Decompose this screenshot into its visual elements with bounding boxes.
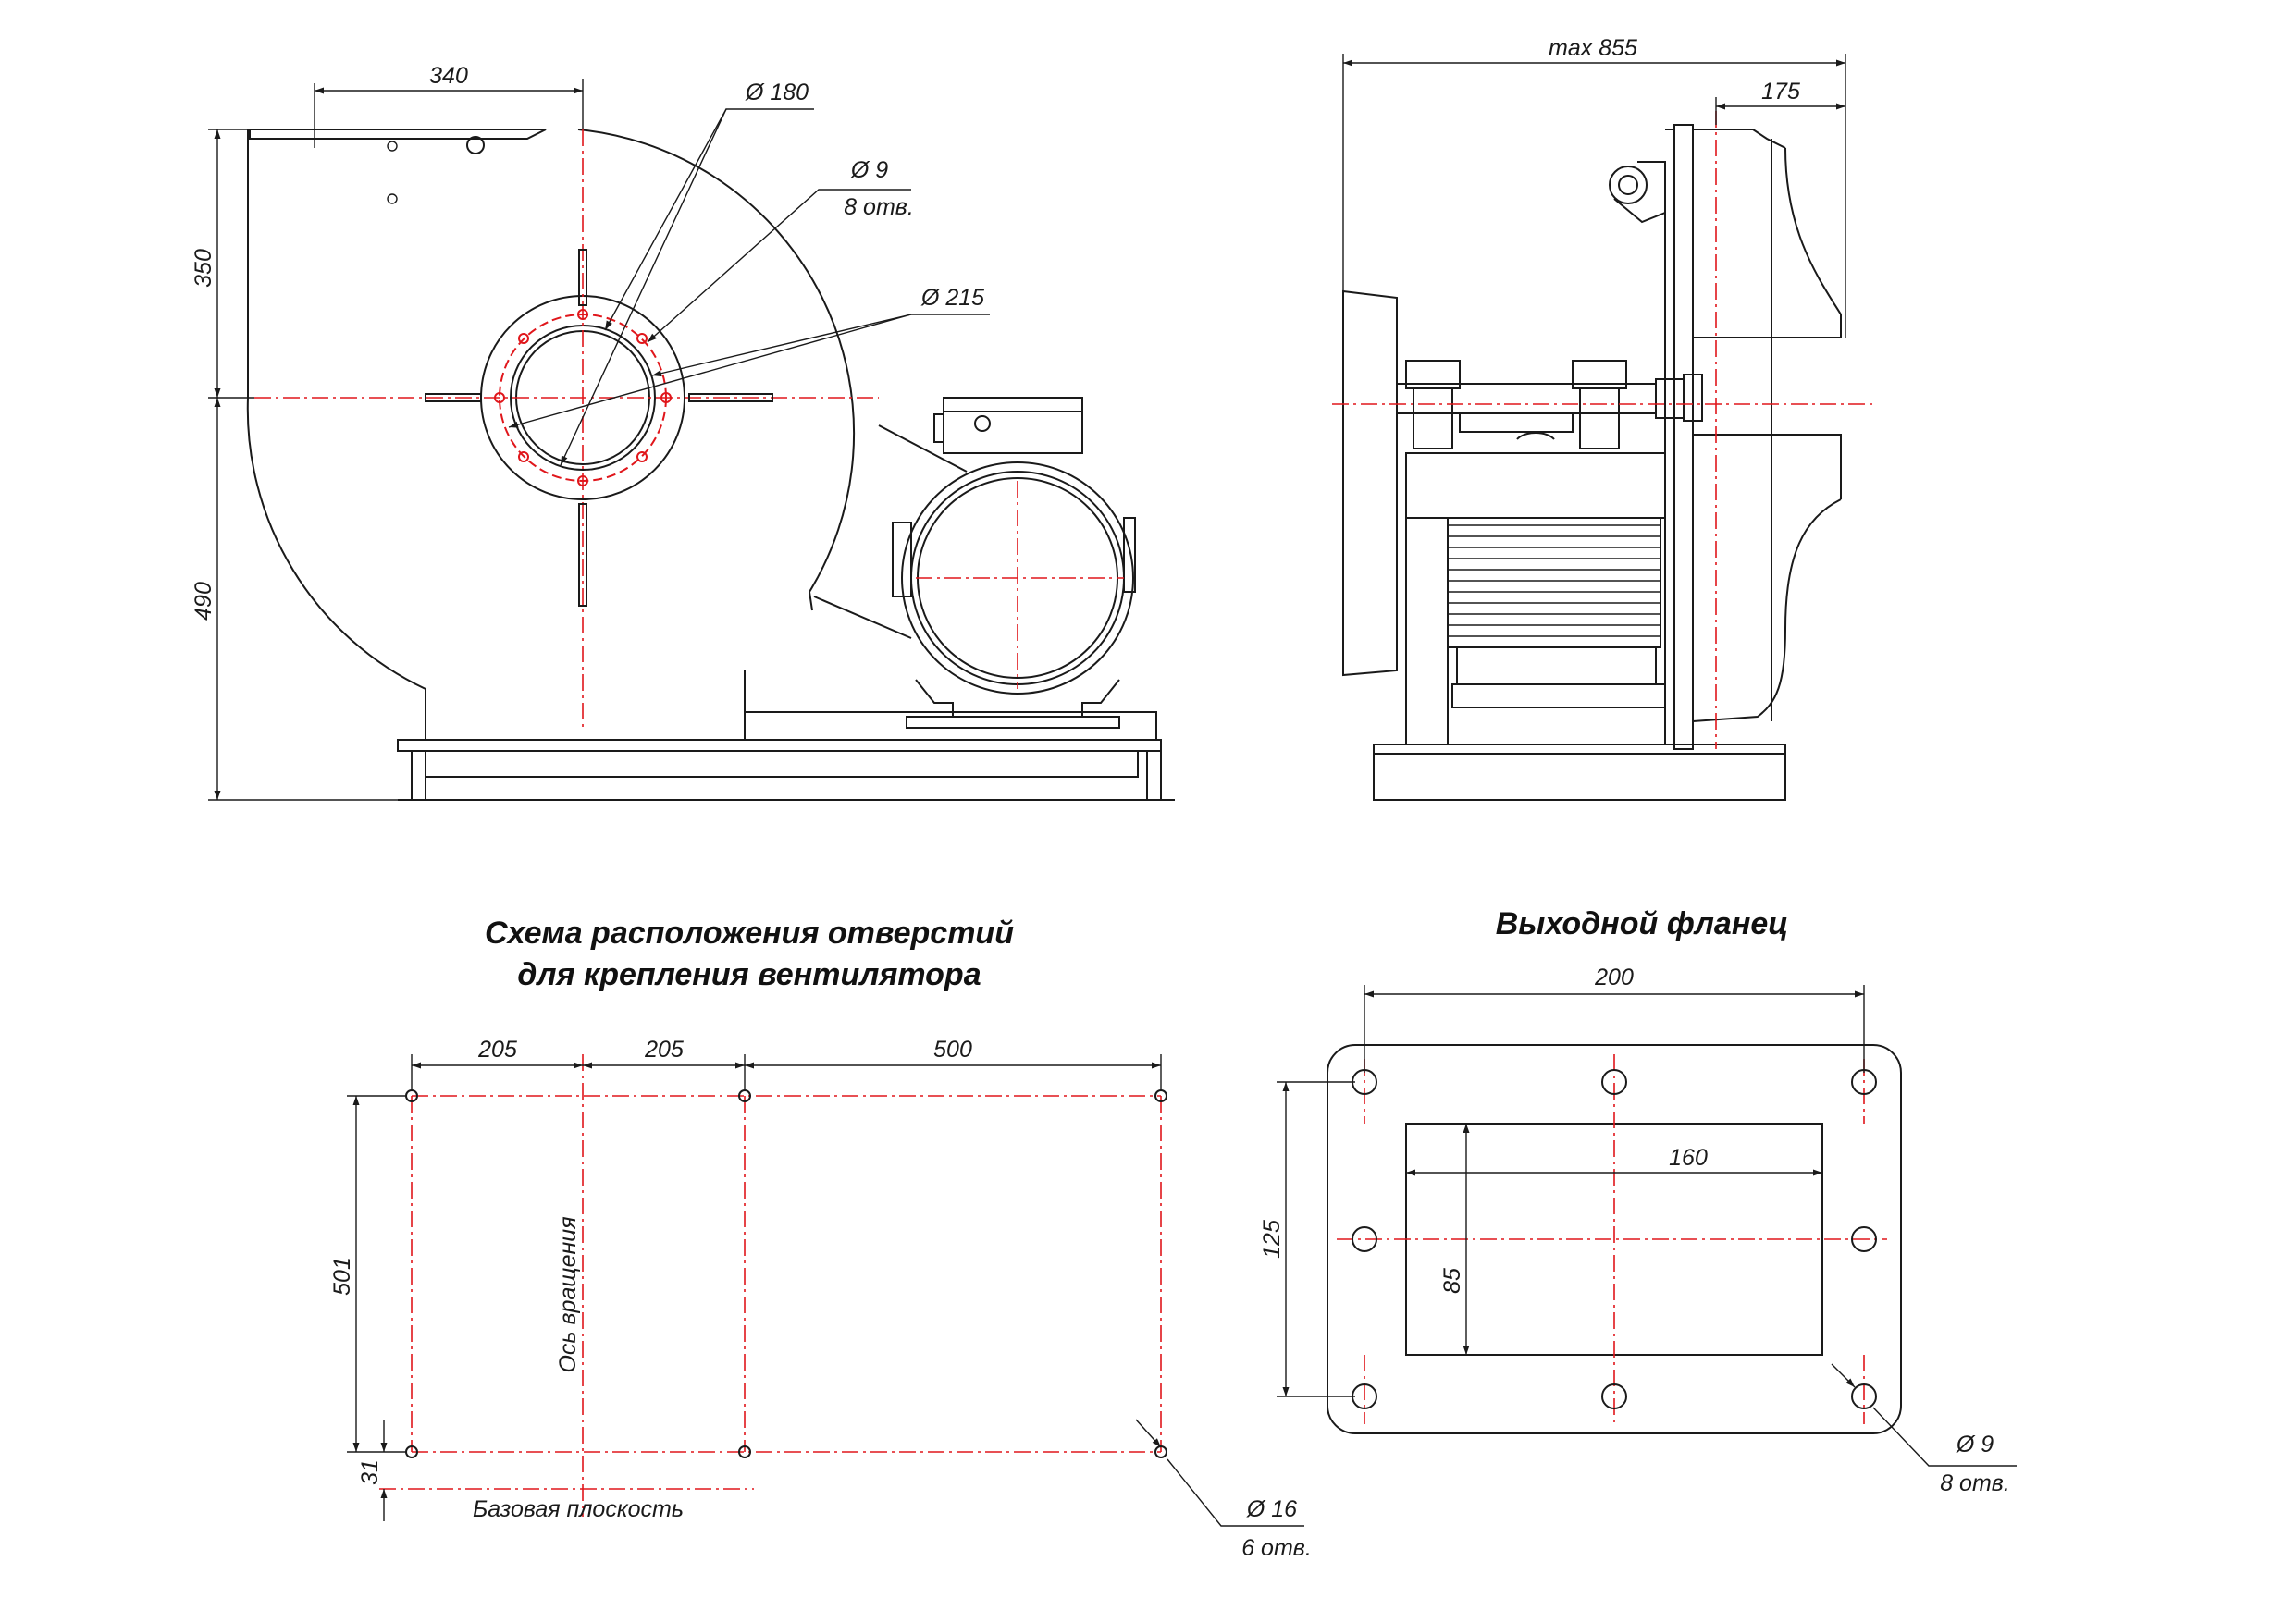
- dim-160-label: 160: [1669, 1145, 1708, 1171]
- holes-8-label: 8 отв.: [844, 194, 914, 220]
- dim-500-label: 500: [933, 1037, 972, 1063]
- mount-holes: [405, 1089, 1167, 1458]
- dim-max855-label: max 855: [1549, 35, 1637, 61]
- dim-340-label: 340: [429, 63, 468, 89]
- dia-215-label: Ø 215: [920, 285, 984, 311]
- dim-490-label: 490: [191, 582, 216, 621]
- dim-205b-label: 205: [644, 1037, 684, 1063]
- dia-9-label: Ø 9: [850, 157, 888, 183]
- mount-holes-title-line2: для крепления вентилятора: [517, 957, 981, 992]
- dia-180-label: Ø 180: [745, 80, 809, 105]
- dim-200-label: 200: [1594, 965, 1634, 990]
- flange-dimensions: 200 160 125 85 Ø 9 8 отв.: [1259, 965, 2017, 1496]
- dim-125-label: 125: [1259, 1220, 1285, 1259]
- motor-fins: [1448, 524, 1660, 637]
- mount-holes-title-line1: Схема расположения отверстий: [485, 916, 1014, 951]
- outlet-flange-title: Выходной фланец: [1496, 906, 1789, 941]
- side-view-dimensions: max 855 175: [1342, 35, 1846, 338]
- side-view: [1332, 111, 1873, 801]
- dim-350-label: 350: [191, 249, 216, 288]
- dim-31-label: 31: [357, 1459, 383, 1485]
- dim-175-label: 175: [1761, 79, 1800, 105]
- mount-scheme-dimensions: 205 205 500 501 31 Ось вращения Базовая …: [329, 1037, 1312, 1561]
- flange-holes-8-label: 8 отв.: [1940, 1470, 2010, 1496]
- dim-85-label: 85: [1439, 1268, 1465, 1294]
- rotation-axis-label: Ось вращения: [555, 1216, 581, 1372]
- flange-dia-9-label: Ø 9: [1956, 1432, 1994, 1457]
- motor-housing: [901, 461, 1134, 695]
- mount-hole-scheme: [379, 1054, 1167, 1517]
- base-plane-label: Базовая плоскость: [473, 1496, 684, 1522]
- dia-16-label: Ø 16: [1246, 1496, 1297, 1522]
- dim-501-label: 501: [329, 1257, 355, 1296]
- front-view-dimensions: 340 350 490 Ø 180 Ø 9 8 отв. Ø 215: [191, 63, 990, 801]
- dim-205a-label: 205: [477, 1037, 517, 1063]
- holes-6-label: 6 отв.: [1241, 1535, 1312, 1561]
- outlet-flange: [1327, 1044, 1902, 1434]
- front-view: [246, 129, 1175, 801]
